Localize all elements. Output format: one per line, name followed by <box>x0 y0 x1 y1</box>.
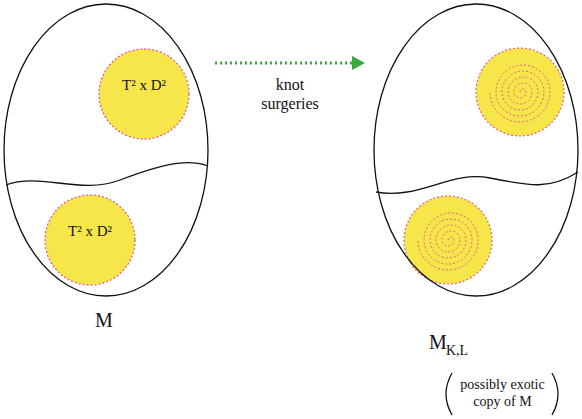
manifold-name: M <box>429 331 447 354</box>
outline-shape <box>99 49 189 139</box>
arrow-shaft <box>215 62 353 65</box>
torus-disk: T² x D² <box>98 48 190 140</box>
manifold-ellipse: MK,L <box>373 3 579 297</box>
outline <box>44 194 136 286</box>
surgered-disk <box>476 48 564 136</box>
outline-shape <box>374 4 578 296</box>
big-parenthesis <box>552 373 558 415</box>
outline <box>373 3 579 297</box>
arrow-head <box>352 56 365 70</box>
shape-label: T² x D² <box>122 77 166 94</box>
manifold-subscript: K,L <box>446 343 468 359</box>
edge-label: knot surgeries <box>250 75 330 113</box>
shape-label: T² x D² <box>68 223 112 240</box>
region-divider <box>376 172 578 193</box>
spiral <box>418 213 478 270</box>
outline <box>98 48 190 140</box>
manifold-name: M <box>95 309 113 332</box>
region-divider <box>6 163 208 186</box>
dotted-arrow <box>215 56 365 70</box>
big-parenthesis <box>446 373 452 415</box>
manifold-ellipse: MT² x D²T² x D² <box>3 3 209 297</box>
outline-shape <box>4 4 208 296</box>
surgered-disk <box>404 196 492 284</box>
note-label: possibly exotic copy of M <box>455 376 550 410</box>
torus-disk: T² x D² <box>44 194 136 286</box>
spiral <box>490 65 550 122</box>
outline-shape <box>45 195 135 285</box>
